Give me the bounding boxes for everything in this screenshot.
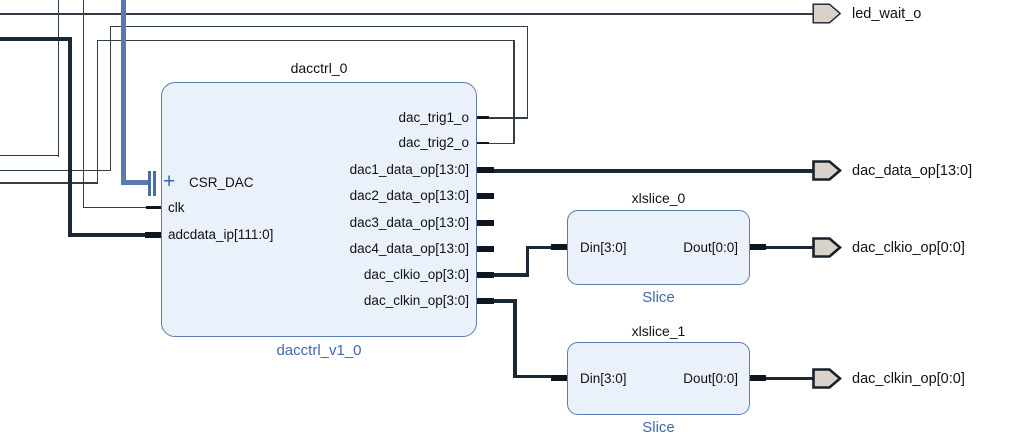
net-dac-trig1-seg[interactable] (0, 169, 111, 171)
net-clkio-seg[interactable] (525, 246, 530, 277)
pin-stub-dac-trig2-o[interactable] (477, 141, 489, 145)
pin-stub-dac-clkin-op[interactable] (477, 298, 494, 304)
pin-slice0-din[interactable]: Din[3:0] (580, 239, 627, 255)
pin-slice1-din[interactable]: Din[3:0] (580, 370, 627, 386)
net-clkin-seg[interactable] (513, 374, 555, 379)
net-dac-trig2-seg[interactable] (96, 39, 515, 41)
net-dac-trig1-seg[interactable] (526, 25, 528, 119)
pin-stub-dac1-data-op[interactable] (477, 167, 494, 173)
pin-clk[interactable]: clk (168, 200, 185, 215)
output-port-led-wait[interactable] (812, 3, 842, 29)
net-adcdata-seg[interactable] (0, 37, 71, 42)
net-dac-trig2-seg[interactable] (483, 142, 515, 145)
block-dacctrl-0[interactable] (161, 82, 477, 337)
pin-dac-trig2-o[interactable]: dac_trig2_o (398, 135, 469, 150)
net-adcdata-seg[interactable] (67, 37, 72, 235)
pin-stub-dac3-data-op[interactable] (477, 220, 494, 226)
output-port-arrow-icon (812, 3, 842, 24)
net-dout0-seg[interactable] (762, 245, 814, 249)
pin-dac-clkio-op[interactable]: dac_clkio_op[3:0] (363, 267, 469, 282)
output-port-arrow-icon (812, 236, 842, 258)
pin-stub-dac2-data-op[interactable] (477, 193, 494, 199)
pin-slice0-dout[interactable]: Dout[0:0] (683, 239, 738, 255)
pin-stub-adcdata[interactable] (145, 232, 161, 238)
net-clk-seg[interactable] (82, 0, 84, 208)
net-csr-dac-seg[interactable] (121, 179, 149, 185)
net-dout1-seg[interactable] (762, 376, 814, 380)
net-clkin-seg[interactable] (513, 299, 517, 378)
pin-csr-dac[interactable]: CSR_DAC (189, 175, 254, 190)
pin-stub-dac-trig1-o[interactable] (477, 116, 489, 119)
net-led-wait[interactable] (0, 13, 814, 15)
expand-interface-icon[interactable]: + (163, 170, 176, 193)
net-passthrough-seg[interactable] (0, 155, 59, 157)
output-port-dac-data[interactable] (812, 160, 842, 186)
net-clkio-seg[interactable] (525, 246, 555, 250)
net-csr-dac-seg[interactable] (121, 0, 127, 185)
pin-stub-slice0-din[interactable] (551, 244, 567, 250)
output-port-dac-clkin[interactable] (812, 367, 842, 394)
block-title-xlslice-0: xlslice_0 (631, 190, 686, 206)
pin-dac-clkin-op[interactable]: dac_clkin_op[3:0] (363, 293, 469, 308)
pin-stub-dac-clkio-op[interactable] (477, 272, 494, 278)
net-dac-trig2-seg[interactable] (513, 39, 515, 145)
net-dac-data-seg[interactable] (489, 168, 815, 174)
pin-stub-clk[interactable] (146, 205, 161, 210)
pin-dac1-data-op[interactable]: dac1_data_op[13:0] (349, 162, 469, 177)
block-title-xlslice-1: xlslice_1 (631, 323, 686, 339)
net-dac-trig1-seg[interactable] (483, 117, 528, 119)
net-dac-trig1-seg[interactable] (109, 25, 111, 171)
pin-stub-dac4-data-op[interactable] (477, 246, 494, 252)
interface-pin-bar-icon (153, 170, 157, 196)
interface-pin-bar-icon (147, 170, 151, 196)
port-label-led-wait: led_wait_o (852, 6, 922, 22)
net-dac-trig2-seg[interactable] (0, 182, 98, 184)
port-label-dac-data: dac_data_op[13:0] (852, 163, 973, 179)
pin-adcdata-ip[interactable]: adcdata_ip[111:0] (168, 227, 274, 242)
block-xlslice-0[interactable] (567, 210, 750, 285)
output-port-arrow-icon (812, 367, 842, 389)
net-dac-trig2-seg[interactable] (96, 39, 98, 184)
pin-stub-slice1-dout[interactable] (750, 375, 766, 381)
block-type-label-dacctrl: dacctrl_v1_0 (276, 342, 362, 359)
port-label-dac-clkio: dac_clkio_op[0:0] (852, 239, 965, 256)
block-xlslice-1[interactable] (567, 342, 750, 415)
net-clkio-seg[interactable] (487, 273, 529, 277)
net-dac-trig1-seg[interactable] (109, 25, 528, 28)
pin-dac-trig1-o[interactable]: dac_trig1_o (398, 110, 469, 125)
block-type-label-xlslice-0: Slice (642, 289, 675, 306)
port-label-dac-clkin: dac_clkin_op[0:0] (852, 370, 965, 387)
block-title-dacctrl-0: dacctrl_0 (290, 60, 348, 76)
pin-slice1-dout[interactable]: Dout[0:0] (683, 370, 738, 386)
net-clk-seg[interactable] (82, 206, 148, 209)
output-port-dac-clkio[interactable] (812, 236, 842, 263)
pin-dac3-data-op[interactable]: dac3_data_op[13:0] (349, 215, 469, 230)
net-clkin-seg[interactable] (487, 299, 516, 303)
net-adcdata-seg[interactable] (67, 232, 148, 238)
net-passthrough-seg[interactable] (57, 0, 59, 157)
pin-dac2-data-op[interactable]: dac2_data_op[13:0] (349, 188, 469, 203)
pin-stub-slice0-dout[interactable] (750, 244, 766, 250)
output-port-arrow-icon (812, 160, 842, 181)
block-type-label-xlslice-1: Slice (642, 419, 675, 436)
pin-dac4-data-op[interactable]: dac4_data_op[13:0] (349, 241, 469, 256)
pin-stub-slice1-din[interactable] (551, 375, 567, 381)
